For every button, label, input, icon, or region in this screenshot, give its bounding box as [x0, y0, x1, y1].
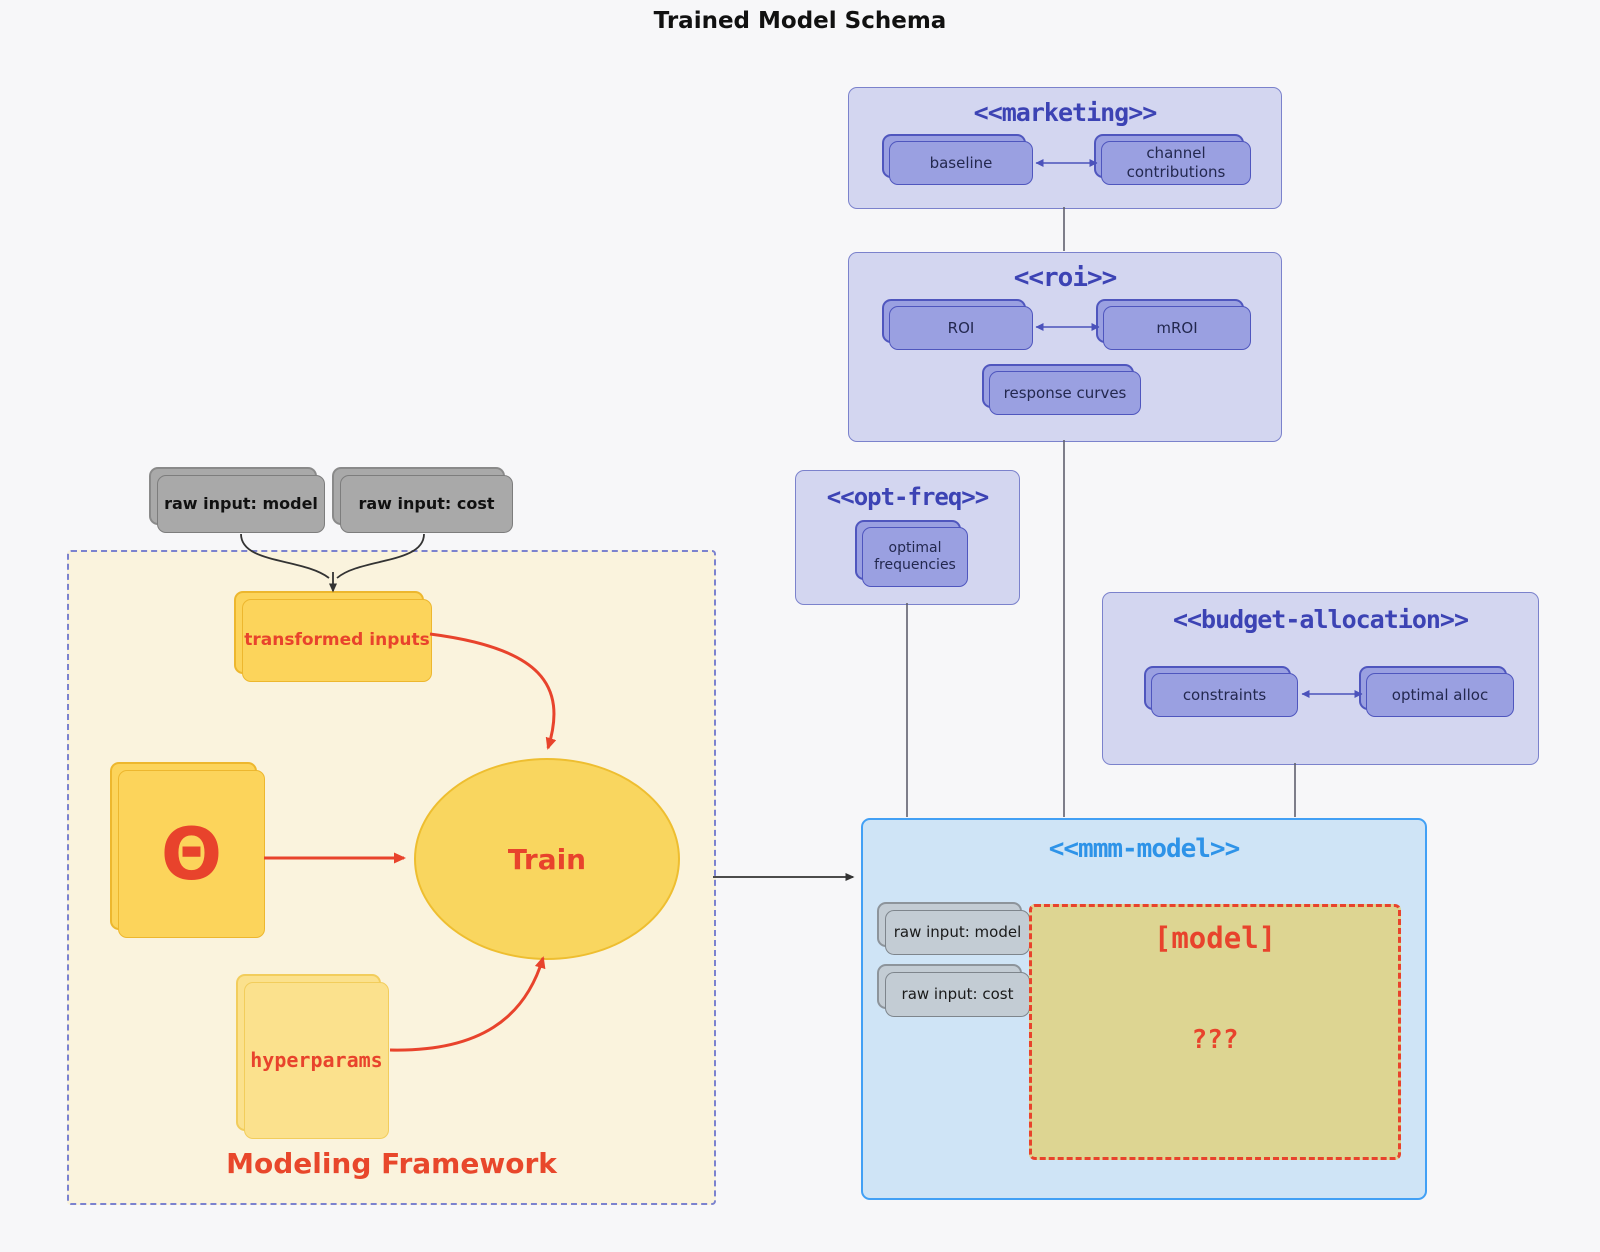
node-transformed-inputs: transformed inputs	[242, 599, 432, 682]
node-response-curves: response curves	[989, 371, 1141, 415]
node-hyperparams: hyperparams	[244, 982, 389, 1139]
node-channel-contributions: channel contributions	[1101, 141, 1251, 185]
cluster-opt-freq-title: <<opt-freq>>	[826, 483, 989, 511]
model-placeholder-body: ???	[1191, 1025, 1239, 1055]
node-optimal-frequencies: optimal frequencies	[862, 527, 968, 587]
cluster-mmm-model-title: <<mmm-model>>	[1048, 834, 1241, 864]
node-raw-input-model: raw input: model	[157, 475, 325, 533]
node-optimal-alloc: optimal alloc	[1366, 673, 1514, 717]
node-roi: ROI	[889, 306, 1033, 350]
cluster-modeling-framework-title: Modeling Framework	[226, 1147, 557, 1180]
node-mroi: mROI	[1103, 306, 1251, 350]
node-constraints: constraints	[1151, 673, 1298, 717]
model-placeholder-title: [model]	[1153, 921, 1277, 955]
node-train: Train	[414, 758, 680, 960]
cluster-mmm-model: <<mmm-model>> raw input: model raw input…	[861, 818, 1427, 1200]
node-model-placeholder: [model] ???	[1029, 904, 1401, 1160]
cluster-budget-allocation: <<budget-allocation>> constraints optima…	[1102, 592, 1539, 765]
cluster-marketing: <<marketing>> baseline channel contribut…	[848, 87, 1282, 209]
node-raw-input-cost: raw input: cost	[340, 475, 513, 533]
node-baseline: baseline	[889, 141, 1033, 185]
node-mmm-raw-input-model: raw input: model	[885, 910, 1030, 955]
diagram-title: Trained Model Schema	[653, 8, 947, 34]
cluster-marketing-title: <<marketing>>	[973, 98, 1158, 127]
cluster-budget-allocation-title: <<budget-allocation>>	[1172, 605, 1469, 634]
cluster-roi-title: <<roi>>	[1013, 263, 1118, 293]
cluster-opt-freq: <<opt-freq>> optimal frequencies	[795, 470, 1020, 605]
cluster-roi: <<roi>> ROI mROI response curves	[848, 252, 1282, 442]
cluster-modeling-framework: Modeling Framework transformed inputs Θ …	[67, 550, 716, 1205]
node-mmm-raw-input-cost: raw input: cost	[885, 972, 1030, 1017]
node-theta: Θ	[118, 770, 265, 938]
